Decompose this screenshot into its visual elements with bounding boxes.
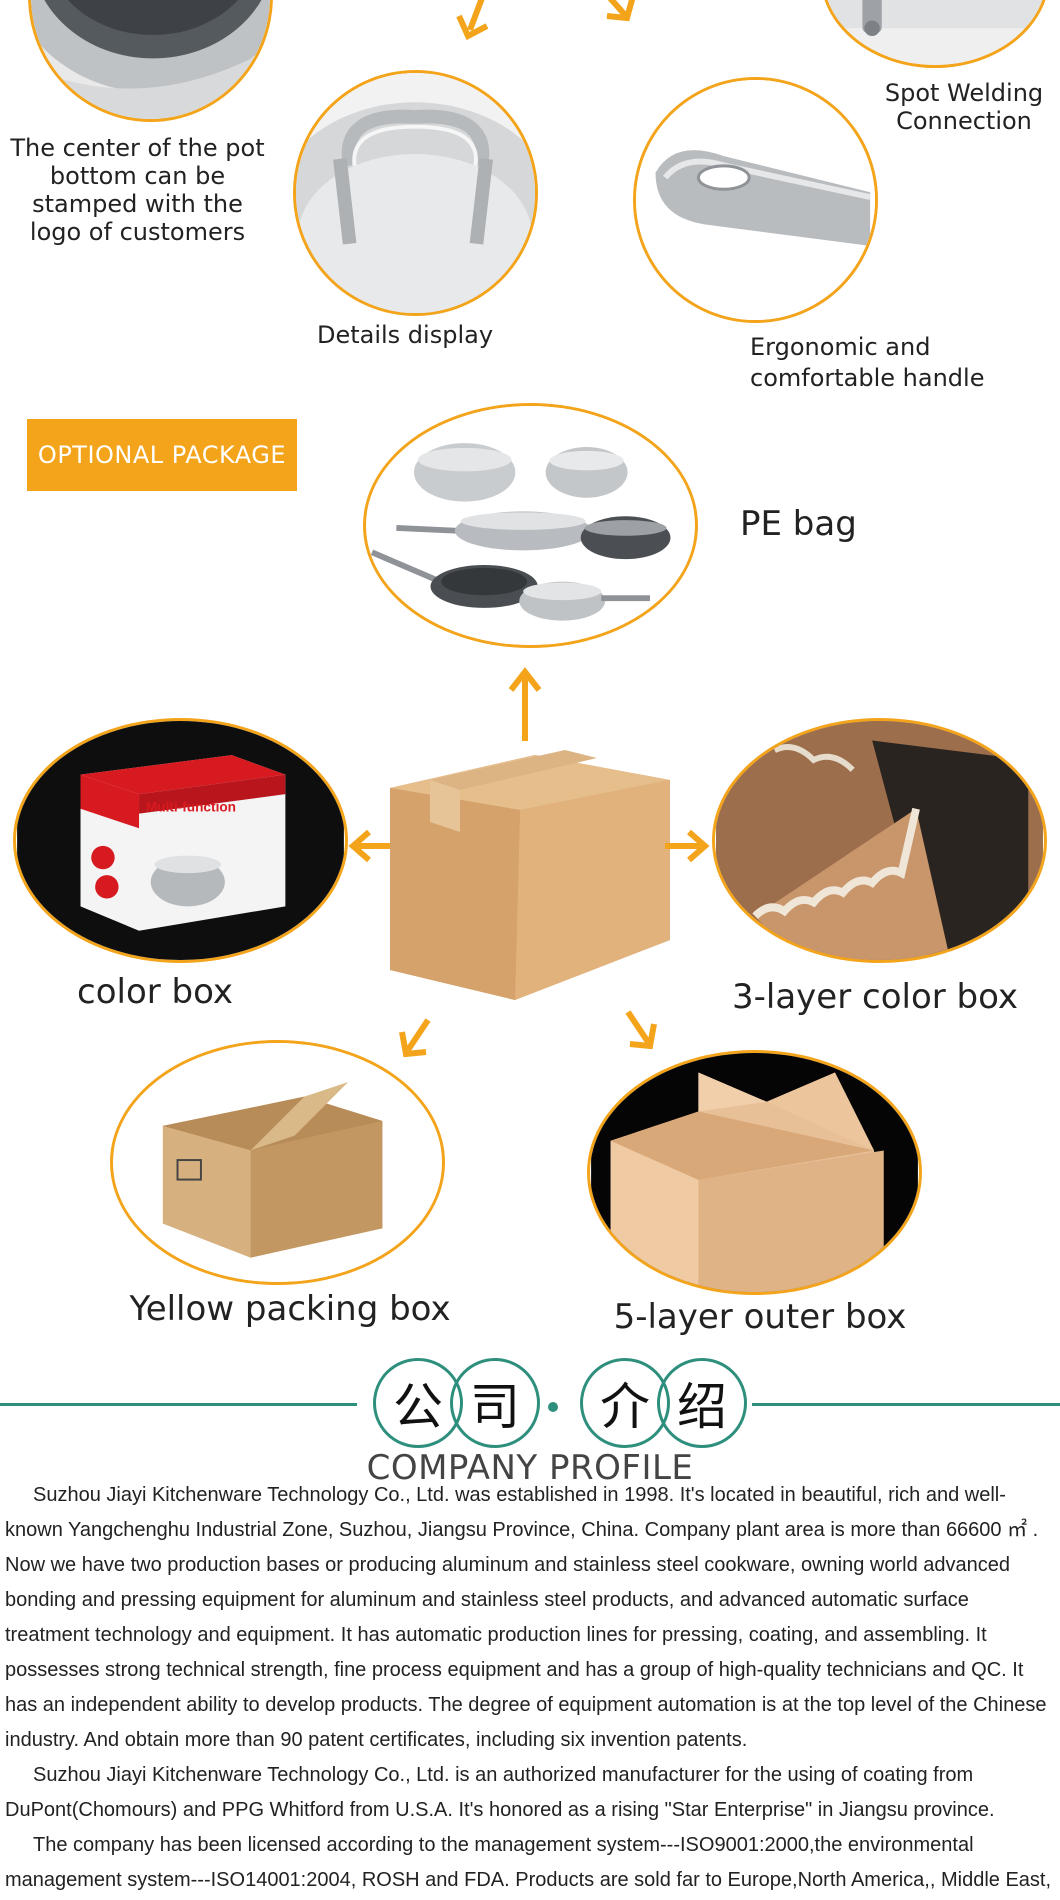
carton-box-image [385, 750, 670, 1005]
arrow-down-right [595, 0, 640, 30]
profile-paragraph: Suzhou Jiayi Kitchenware Technology Co.,… [5, 1484, 1047, 1751]
profile-paragraph: Suzhou Jiayi Kitchenware Technology Co.,… [5, 1764, 995, 1821]
five-layer-photo [587, 1050, 922, 1295]
divider-right [752, 1403, 1060, 1406]
three-layer-label: 3-layer color box [732, 977, 1018, 1017]
arrow-down-left [455, 0, 500, 46]
company-profile-body: Suzhou Jiayi Kitchenware Technology Co.,… [5, 1478, 1057, 1898]
zh-char-2: 司 [450, 1358, 540, 1448]
yellow-box-label: Yellow packing box [129, 1289, 451, 1329]
welding-label: Spot Welding Connection [884, 79, 1044, 135]
optional-package-badge: OPTIONAL PACKAGE [27, 419, 297, 491]
company-profile-title: COMPANY PROFILE [366, 1448, 694, 1488]
details-label: Details display [316, 321, 494, 349]
three-layer-photo [712, 718, 1047, 963]
stamp-logo-label: The center of the pot bottom can be stam… [10, 134, 265, 246]
pe-bag-label: PE bag [740, 504, 857, 544]
pe-bag-photo [363, 403, 698, 648]
pan-bottom-photo [28, 0, 273, 122]
lid-handle-photo [293, 70, 538, 316]
profile-paragraph: The company has been licensed according … [5, 1834, 1052, 1891]
zh-char-1: 公 [373, 1358, 463, 1448]
arrow-right [665, 828, 711, 864]
zh-separator-dot [548, 1402, 558, 1412]
arrow-down-left-2 [398, 1018, 434, 1058]
arrow-down-right-2 [622, 1010, 658, 1050]
color-box-print-text: Multi-function [146, 800, 236, 815]
yellow-box-photo [110, 1040, 445, 1285]
arrow-up [507, 666, 543, 741]
welding-photo [820, 0, 1050, 68]
zh-char-3: 介 [580, 1358, 670, 1448]
zh-char-4: 绍 [657, 1358, 747, 1448]
handle-label: Ergonomic and comfortable handle [750, 333, 985, 392]
color-box-photo: Multi-function [13, 718, 348, 963]
handle-photo [633, 77, 878, 323]
divider-left [0, 1403, 357, 1406]
arrow-left [347, 828, 393, 864]
five-layer-label: 5-layer outer box [613, 1297, 907, 1337]
color-box-label: color box [77, 972, 233, 1012]
